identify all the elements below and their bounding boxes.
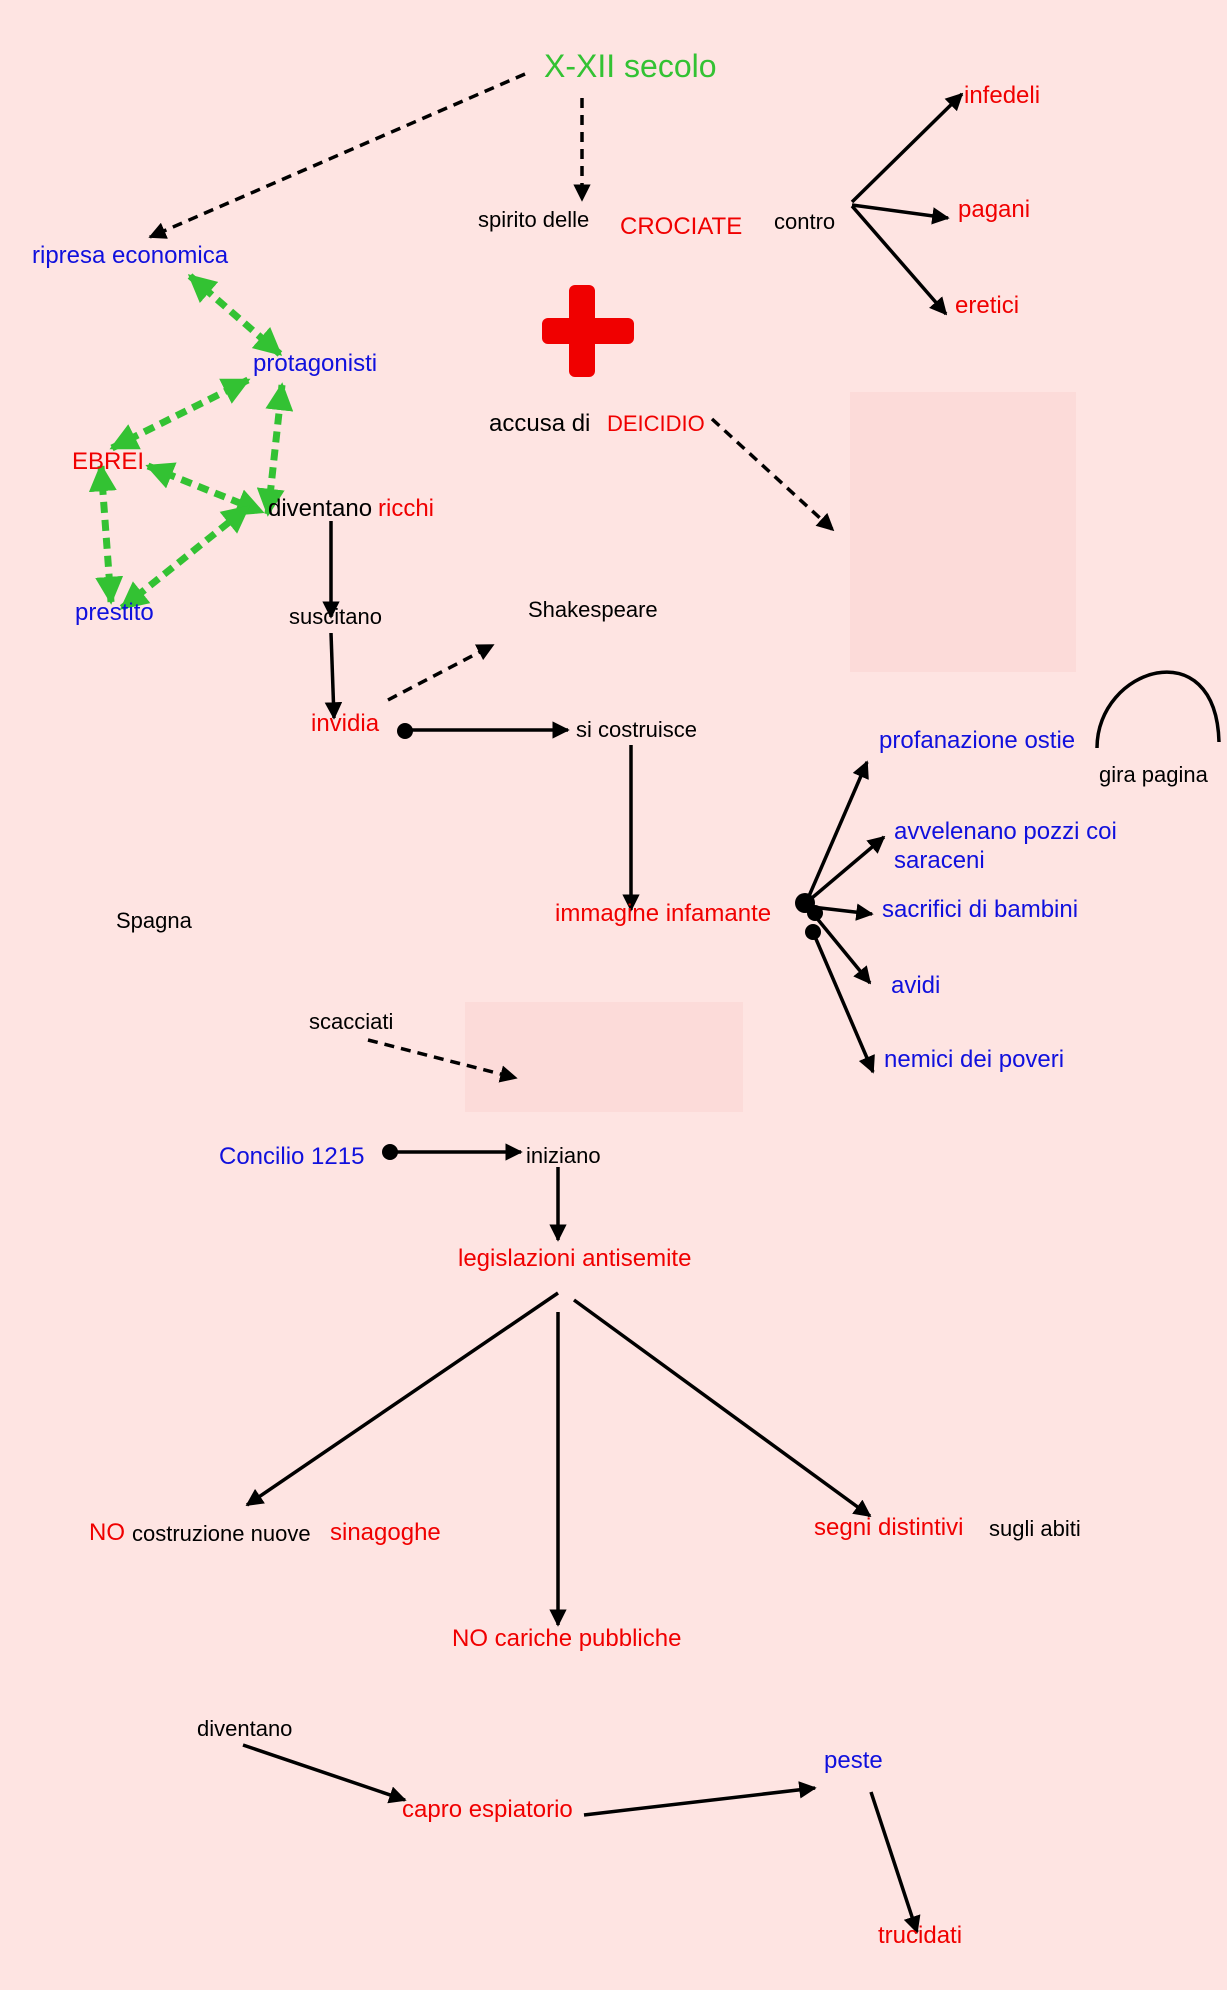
node-suscitano: suscitano: [289, 604, 382, 629]
dot-immagine-third: [805, 924, 821, 940]
node-diventano-bottom: diventano: [197, 1716, 293, 1741]
arrow-contro-eretici: [850, 204, 948, 316]
node-crociate: CROCIATE: [620, 213, 743, 240]
arrow-diventano-capro: [242, 1743, 407, 1804]
node-peste: peste: [824, 1747, 883, 1774]
arrow-contro-pagani: [851, 203, 950, 225]
node-sinagoghe: sinagoghe: [330, 1519, 441, 1546]
node-concilio-1215: Concilio 1215: [219, 1143, 365, 1170]
node-infedeli: infedeli: [964, 82, 1041, 109]
node-sacrifici-bambini: sacrifici di bambini: [882, 896, 1079, 923]
arrow-diventano-protagonisti: [256, 382, 294, 517]
arrow-prestito-diventano: [119, 504, 251, 611]
expulsion-image: [465, 1002, 743, 1112]
node-avvelenano-pozzi: avvelenano pozzi coi: [894, 818, 1117, 845]
node-profanazione-ostie: profanazione ostie: [879, 727, 1076, 754]
page-curl-icon[interactable]: [1095, 670, 1221, 749]
arrow-immagine-sacrifici: [811, 903, 874, 921]
node-protagonisti: protagonisti: [253, 350, 378, 377]
node-no-cariche-pubbliche: NO cariche pubbliche: [452, 1625, 682, 1652]
node-sugli-abiti: sugli abiti: [989, 1516, 1081, 1541]
node-nemici-poveri: nemici dei poveri: [884, 1046, 1065, 1073]
green-arrows: [88, 273, 294, 611]
node-invidia: invidia: [311, 710, 380, 737]
node-spirito-delle: spirito delle: [478, 207, 590, 232]
node-deicidio: DEICIDIO: [607, 411, 705, 436]
node-segni-distintivi: segni distintivi: [814, 1514, 964, 1541]
dot-invidia: [397, 723, 413, 739]
node-ebrei: EBREI: [72, 448, 145, 475]
node-ripresa-economica: ripresa economica: [32, 242, 229, 269]
node-scacciati: scacciati: [309, 1009, 394, 1034]
arrow-suscitano-invidia: [324, 632, 343, 720]
node-accusa-di: accusa di: [489, 410, 591, 437]
node-trucidati: trucidati: [878, 1922, 963, 1949]
arrow-immagine-nemici: [811, 931, 875, 1074]
node-legislazioni-antisemite: legislazioni antisemite: [458, 1245, 692, 1272]
node-si-costruisce: si costruisce: [576, 717, 698, 742]
node-contro: contro: [774, 209, 836, 234]
node-prestito: prestito: [75, 599, 154, 626]
node-shakespeare: Shakespeare: [528, 597, 658, 622]
node-eretici: eretici: [955, 292, 1020, 319]
node-costruzione-nuove: costruzione nuove: [132, 1521, 311, 1546]
arrow-immagine-avvelenano: [804, 835, 886, 905]
arrow-immagine-profanazione: [804, 760, 869, 904]
node-x-xii-secolo: X-XII secolo: [544, 48, 717, 84]
node-capro-espiatorio: capro espiatorio: [402, 1796, 573, 1823]
arrow-capro-peste: [583, 1781, 817, 1817]
node-immagine-infamante: immagine infamante: [555, 900, 772, 927]
arrow-peste-trucidati: [869, 1791, 921, 1934]
connector-dots: [382, 723, 823, 1160]
node-iniziano: iniziano: [526, 1143, 601, 1168]
node-pagani: pagani: [958, 196, 1031, 223]
arrow-secolo-ripresa: [148, 72, 526, 239]
arrow-legislazioni-sinagoghe: [245, 1291, 559, 1507]
node-no: NO: [89, 1519, 125, 1546]
dashed-arrows: [148, 72, 835, 1083]
dot-concilio: [382, 1144, 398, 1160]
node-diventano: diventano: [268, 495, 373, 522]
arrow-contro-infedeli: [850, 92, 964, 204]
solid-arrows: [242, 92, 964, 1934]
node-spagna: Spagna: [116, 908, 192, 933]
arrow-ebrei-protagonisti: [109, 376, 251, 452]
gira-pagina-link[interactable]: gira pagina: [1099, 762, 1208, 787]
arrow-ripresa-protagonisti: [187, 273, 283, 357]
arrow-legislazioni-segni: [572, 1298, 872, 1518]
arrow-ebrei-diventano: [145, 462, 265, 516]
dot-immagine-second: [807, 905, 823, 921]
arrow-ebrei-prestito: [88, 463, 124, 605]
crucifixion-image: [850, 392, 1076, 672]
arrow-deicidio-image: [710, 417, 835, 532]
node-avidi: avidi: [891, 972, 941, 999]
node-ricchi: ricchi: [378, 495, 435, 522]
node-avvelenano-saraceni: saraceni: [894, 847, 985, 874]
arrow-invidia-shakespeare: [387, 643, 495, 702]
arrow-scacciati-image: [367, 1038, 518, 1083]
